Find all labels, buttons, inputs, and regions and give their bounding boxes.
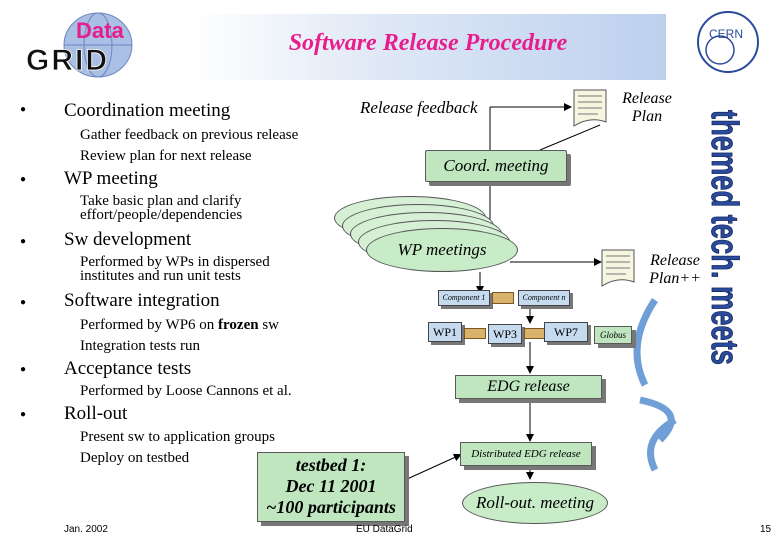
heading-sw-development: Sw development [64,229,192,250]
wp7-box: WP7 [544,322,588,342]
heading-software-integration: Software integration [64,290,220,311]
connector-icon [524,328,546,339]
text-effort: effort/people/dependencies [80,207,243,223]
footer-date: Jan. 2002 [64,524,108,535]
bullet-dot: ● [20,236,27,247]
wp-meetings-ellipse: WP meetings [366,228,518,272]
globus-box: Globus [594,326,632,344]
bullet-dot: ● [20,174,27,185]
footer-page-number: 15 [760,524,772,535]
connector-icon [492,292,514,304]
page-title: Software Release Procedure [288,30,568,56]
testbed-line-1: testbed 1: [295,455,367,475]
text-review-plan: Review plan for next release [80,148,252,164]
wp3-box: WP3 [488,324,522,344]
component-1-box: Component 1 [438,290,490,306]
text-deploy-testbed: Deploy on testbed [80,450,190,466]
curved-arrow-2-icon [639,396,675,443]
bullet-dot: ● [20,297,27,308]
release-feedback-label: Release feedback [360,98,478,117]
rollout-meeting-ellipse: Roll-out. meeting [462,482,608,524]
heading-roll-out: Roll-out [64,403,128,424]
logo-text-grid: GRID [26,44,109,77]
testbed-box: testbed 1: Dec 11 2001 ~100 participants [257,452,405,522]
bullet-dot: ● [20,364,27,375]
bullet-dot: ● [20,104,27,115]
document-icon [570,86,610,130]
side-text: themed tech. meets [703,110,745,365]
themed-tech-meets-banner: themed tech. meets [692,110,780,380]
wp1-box: WP1 [428,322,462,342]
heading-acceptance-tests: Acceptance tests [64,358,192,379]
logo-text-data: Data [76,18,124,43]
text-present-sw: Present sw to application groups [80,429,275,445]
document-icon [598,246,638,290]
text-performed-wp6: Performed by WP6 on frozen sw [80,317,280,333]
cern-logo: CERN [694,8,762,76]
component-n-box: Component n [518,290,570,306]
distributed-edg-release-box: Distributed EDG release [460,442,592,466]
text-loose-cannons: Performed by Loose Cannons et al. [80,383,292,399]
release-plan-label: Release Plan [622,90,672,125]
edg-release-box: EDG release [455,375,602,399]
arrow-testbed [404,453,462,481]
heading-coordination: Coordination meeting [64,100,231,121]
line-plan-to-coord [539,124,601,151]
testbed-line-3: ~100 participants [266,497,396,517]
text-performed-wps: Performed by WPs in dispersed [80,254,270,270]
cern-text: CERN [709,27,743,41]
text-institutes: institutes and run unit tests [80,268,241,284]
datagrid-logo: Data GRID [18,10,168,80]
text-take-plan: Take basic plan and clarify [80,193,242,209]
coord-meeting-box: Coord. meeting [425,150,567,182]
bullet-dot: ● [20,409,27,420]
heading-wp-meeting: WP meeting [64,168,158,189]
text-gather-feedback: Gather feedback on previous release [80,127,299,143]
release-plan-pp-label: Release Plan++ [649,252,701,287]
title-banner [190,14,666,80]
curved-arrow-1-icon [633,298,658,387]
connector-icon [464,328,486,339]
testbed-line-2: Dec 11 2001 [285,476,377,496]
curved-arrow-3-icon [647,416,677,472]
footer-org: EU DataGrid [356,524,413,535]
text-integration-tests: Integration tests run [80,338,200,354]
